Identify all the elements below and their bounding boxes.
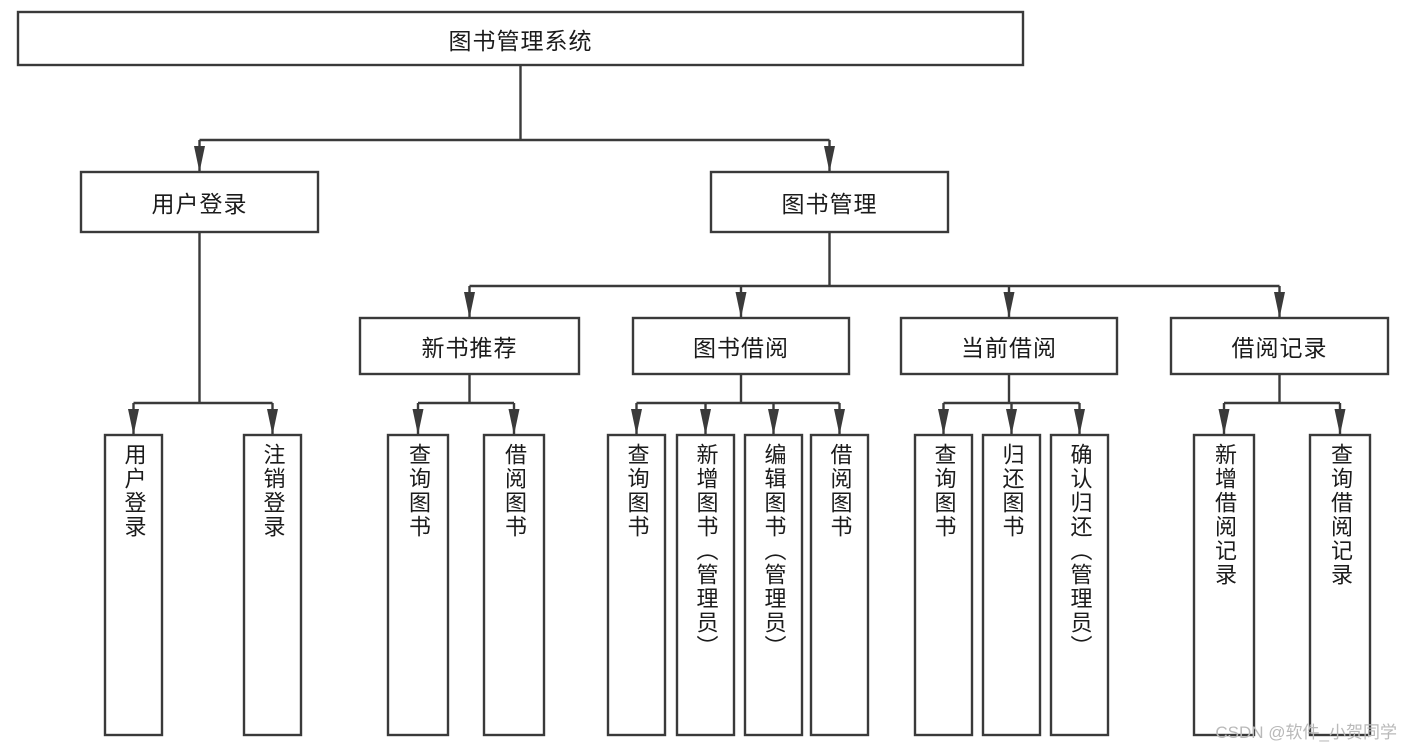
arrow-head-icon (194, 146, 205, 172)
arrow-head-icon (412, 409, 424, 435)
node-box-new-book-recommend[interactable] (358, 316, 581, 376)
node-box-leaf-confirm-return-admin[interactable] (1049, 433, 1110, 737)
arrow-head-icon (700, 409, 711, 435)
arrow-head-icon (938, 409, 949, 435)
arrow-head-icon (735, 292, 747, 318)
node-box-borrow-record[interactable] (1169, 316, 1390, 376)
arrow-head-icon (267, 409, 278, 435)
node-box-leaf-query-borrow-record[interactable] (1308, 433, 1372, 737)
arrow-head-icon (1274, 292, 1285, 318)
node-box-leaf-user-login[interactable] (103, 433, 164, 737)
node-box-leaf-query-books-rec[interactable] (386, 433, 450, 737)
arrow-head-icon (1006, 409, 1017, 435)
arrow-head-icon (1074, 409, 1085, 435)
node-box-book-borrow[interactable] (631, 316, 851, 376)
arrow-head-icon (1218, 409, 1230, 435)
node-box-leaf-return-books[interactable] (981, 433, 1042, 737)
node-box-current-borrow[interactable] (899, 316, 1119, 376)
arrow-head-icon (834, 409, 845, 435)
node-box-leaf-borrow-books-rec[interactable] (482, 433, 546, 737)
node-layer (16, 10, 1390, 737)
arrow-head-icon (508, 409, 520, 435)
arrow-head-icon (464, 292, 475, 318)
node-box-leaf-add-borrow-record[interactable] (1192, 433, 1256, 737)
node-box-leaf-add-book-admin[interactable] (675, 433, 736, 737)
arrow-head-icon (631, 409, 642, 435)
node-box-leaf-query-books-borrow[interactable] (606, 433, 667, 737)
arrow-head-icon (1003, 292, 1015, 318)
arrow-head-icon (1334, 409, 1346, 435)
node-box-leaf-query-books-current[interactable] (913, 433, 974, 737)
arrow-head-icon (824, 146, 835, 172)
arrow-head-icon (128, 409, 139, 435)
arrow-head-icon (768, 409, 779, 435)
connector-layer (128, 65, 1346, 435)
node-box-book-management[interactable] (709, 170, 950, 234)
node-box-user-login[interactable] (79, 170, 320, 234)
node-box-leaf-logout[interactable] (242, 433, 303, 737)
node-box-leaf-borrow-books[interactable] (809, 433, 870, 737)
node-box-leaf-edit-book-admin[interactable] (743, 433, 804, 737)
node-box-root[interactable] (16, 10, 1025, 67)
